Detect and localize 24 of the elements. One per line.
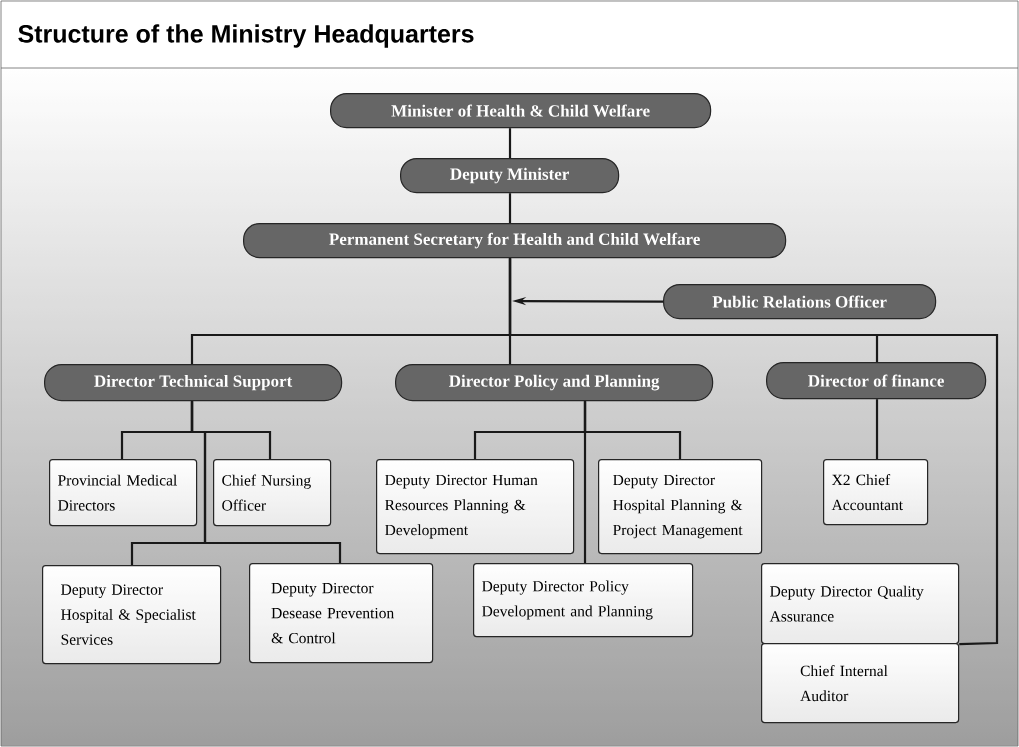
position-box: X2 Chief Accountant: [823, 459, 929, 526]
title-pill: Minister of Health & Child Welfare: [330, 93, 712, 129]
position-box: Provincial Medical Directors: [49, 459, 198, 527]
position-box: Deputy Director Human Resources Planning & Development: [376, 459, 575, 555]
position-box: Deputy Director Desease Prevention & Control: [249, 563, 434, 664]
position-box: Deputy Director Hospital Planning & Project Management: [598, 459, 763, 555]
position-box: Chief Nursing Officer: [213, 459, 332, 527]
connector-line: [508, 258, 999, 646]
connector-line: [875, 399, 879, 459]
position-box: Chief Internal Auditor: [761, 643, 960, 724]
connector-line: [583, 401, 587, 563]
title-pill: Deputy Minister: [400, 158, 620, 194]
connector-line: [190, 401, 342, 563]
title-pill: Director of finance: [766, 362, 987, 400]
connector-line: [508, 128, 512, 158]
position-box: Deputy Director Quality Assurance: [761, 563, 960, 645]
title-pill: Permanent Secretary for Health and Child Welfare: [243, 223, 787, 259]
title-pill: Director Policy and Planning: [395, 364, 714, 402]
position-box: Deputy Director Policy Development and Planning: [473, 563, 694, 638]
position-box: Deputy Director Hospital & Specialist Services: [42, 565, 222, 665]
title: Structure of the Ministry Headquarters: [18, 24, 474, 48]
title-pill: Director Technical Support: [44, 364, 343, 402]
title-pill: Public Relations Officer: [663, 284, 937, 320]
connector-line: [508, 193, 512, 223]
